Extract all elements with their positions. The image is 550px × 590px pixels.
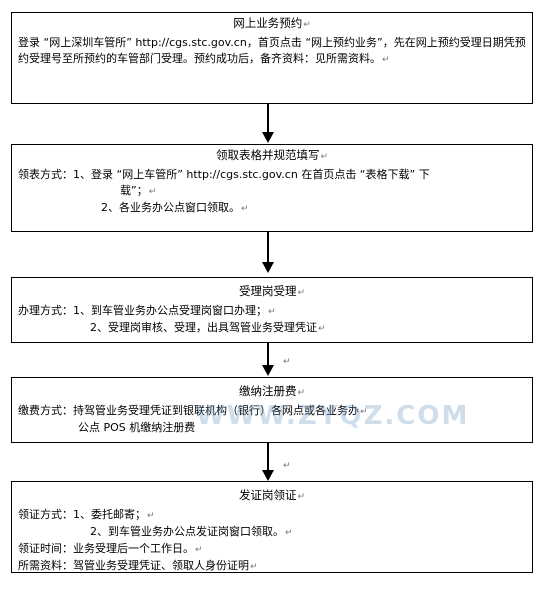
- step-description: 登录 “网上深圳车管所” http://cgs.stc.gov.cn，首页点击 …: [18, 36, 526, 65]
- step-acceptance: 受理岗受理↵ 办理方式：1、到车管业务办公点受理岗窗口办理；↵ 2、受理岗审核、…: [11, 277, 533, 343]
- paragraph-mark-icon: ↵: [285, 528, 293, 538]
- step-title: 网上业务预约: [233, 16, 303, 30]
- paragraph-mark-icon: ↵: [382, 55, 390, 65]
- paragraph-mark-icon: ↵: [250, 562, 258, 572]
- step-pay-fee: 缴纳注册费↵ 缴费方式：持驾管业务受理凭证到银联机构（银行）各网点或各业务办↵ …: [11, 377, 533, 443]
- paragraph-mark-icon: ↵: [360, 407, 368, 417]
- paragraph-mark-icon: ↵: [283, 461, 291, 471]
- paragraph-mark-icon: ↵: [241, 204, 249, 214]
- step-title: 缴纳注册费: [238, 384, 297, 398]
- step-line: 载”；: [120, 184, 148, 197]
- step-line: 领证时间：业务受理后一个工作日。: [18, 542, 194, 555]
- step-line: 缴费方式：持驾管业务受理凭证到银联机构（银行）各网点或各业务办: [18, 404, 359, 417]
- paragraph-mark-icon: ↵: [147, 511, 155, 521]
- step-title: 领取表格并规范填写: [215, 148, 320, 162]
- paragraph-mark-icon: ↵: [297, 288, 306, 298]
- step-line: 公点 POS 机缴纳注册费: [78, 421, 196, 434]
- step-line: 办理方式：1、到车管业务办公点受理岗窗口办理；: [18, 304, 267, 317]
- step-online-appointment: 网上业务预约↵ 登录 “网上深圳车管所” http://cgs.stc.gov.…: [11, 12, 533, 104]
- step-collect-license: 发证岗领证↵ 领证方式：1、委托邮寄；↵ 2、到车管业务办公点发证岗窗口领取。↵…: [11, 481, 533, 573]
- paragraph-mark-icon: ↵: [318, 324, 326, 334]
- step-line: 所需资料：驾管业务受理凭证、领取人身份证明: [18, 559, 249, 572]
- paragraph-mark-icon: ↵: [297, 388, 306, 398]
- paragraph-mark-icon: ↵: [303, 20, 311, 30]
- step-line: 2、各业务办公点窗口领取。: [101, 201, 240, 214]
- step-get-forms: 领取表格并规范填写↵ 领表方式：1、登录 “网上车管所” http://cgs.…: [11, 144, 533, 232]
- paragraph-mark-icon: ↵: [320, 152, 329, 162]
- paragraph-mark-icon: ↵: [283, 357, 291, 367]
- step-line: 2、到车管业务办公点发证岗窗口领取。: [90, 525, 284, 538]
- paragraph-mark-icon: ↵: [195, 545, 203, 555]
- paragraph-mark-icon: ↵: [297, 492, 306, 502]
- step-title: 发证岗领证: [238, 488, 297, 502]
- step-line: 领证方式：1、委托邮寄；: [18, 508, 146, 521]
- step-line: 2、受理岗审核、受理，出具驾管业务受理凭证: [90, 321, 317, 334]
- paragraph-mark-icon: ↵: [148, 187, 157, 197]
- step-line: 领表方式：1、登录 “网上车管所” http://cgs.stc.gov.cn …: [18, 168, 430, 181]
- paragraph-mark-icon: ↵: [268, 307, 276, 317]
- step-title: 受理岗受理: [238, 284, 297, 298]
